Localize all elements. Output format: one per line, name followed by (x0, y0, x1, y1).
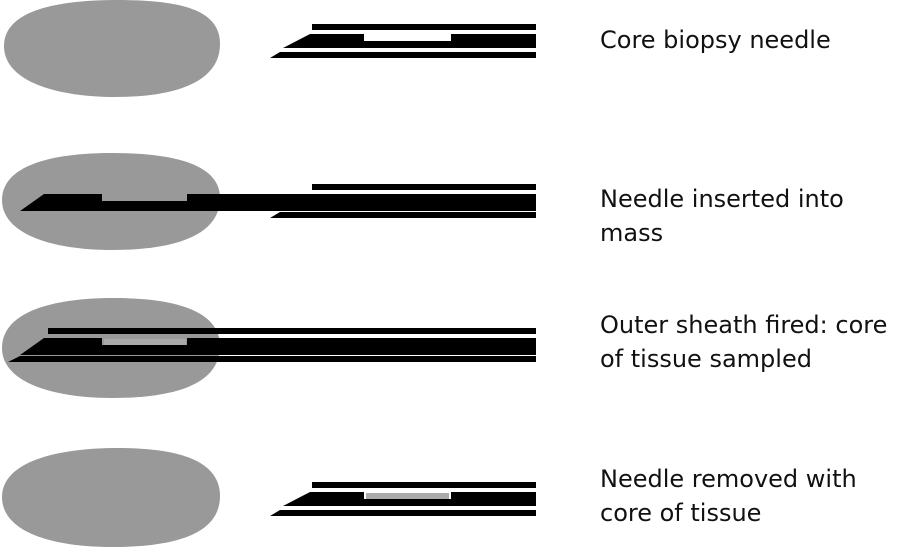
biopsy-needle (270, 24, 536, 58)
step-2-caption: Needle inserted into mass (600, 185, 844, 247)
inner-stylet (283, 34, 536, 48)
step-1-illustration (4, 0, 536, 97)
inner-stylet (20, 194, 536, 211)
step-4-caption: Needle removed with core of tissue (600, 465, 857, 527)
inner-stylet (20, 338, 536, 355)
tissue-mass (2, 448, 220, 547)
outer-sheath-bottom (270, 52, 536, 58)
outer-sheath-top (312, 482, 536, 488)
outer-sheath-bottom (270, 212, 536, 218)
outer-sheath-top (312, 184, 536, 190)
step-1-caption: Core biopsy needle (600, 26, 831, 54)
step-2-illustration (2, 153, 536, 250)
outer-sheath-bottom (8, 356, 536, 362)
biopsy-needle (8, 328, 536, 362)
biopsy-needle (20, 184, 536, 218)
tissue-core (366, 493, 449, 499)
outer-sheath-top (48, 328, 536, 334)
tissue-mass (4, 0, 220, 97)
step-3-illustration (2, 298, 536, 398)
outer-sheath-bottom (270, 510, 536, 516)
tissue-core (104, 339, 186, 345)
step-4-illustration (2, 448, 536, 547)
biopsy-needle (270, 482, 536, 516)
step-3-caption: Outer sheath fired: core of tissue sampl… (600, 311, 888, 373)
outer-sheath-top (312, 24, 536, 30)
